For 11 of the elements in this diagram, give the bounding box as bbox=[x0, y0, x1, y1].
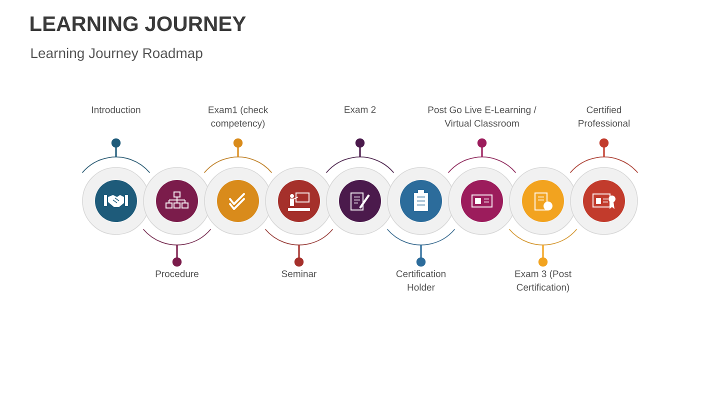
title: LEARNING JOURNEY bbox=[30, 16, 246, 32]
step-label: Certification Holder bbox=[396, 270, 446, 291]
step-label: Procedure bbox=[156, 270, 198, 278]
subtitle: Learning Journey Roadmap bbox=[31, 48, 202, 61]
step-label: Certified Professional bbox=[578, 106, 630, 127]
step-label: Exam 3 (Post Certification) bbox=[515, 270, 572, 293]
step-label: Seminar bbox=[282, 270, 317, 278]
step-label: Exam1 (check competency) bbox=[208, 106, 268, 129]
step-label: Post Go Live E-Learning / Virtual Classroom bbox=[428, 106, 536, 127]
step-label: Exam 2 bbox=[344, 106, 376, 113]
step-label: Introduction bbox=[92, 106, 140, 114]
